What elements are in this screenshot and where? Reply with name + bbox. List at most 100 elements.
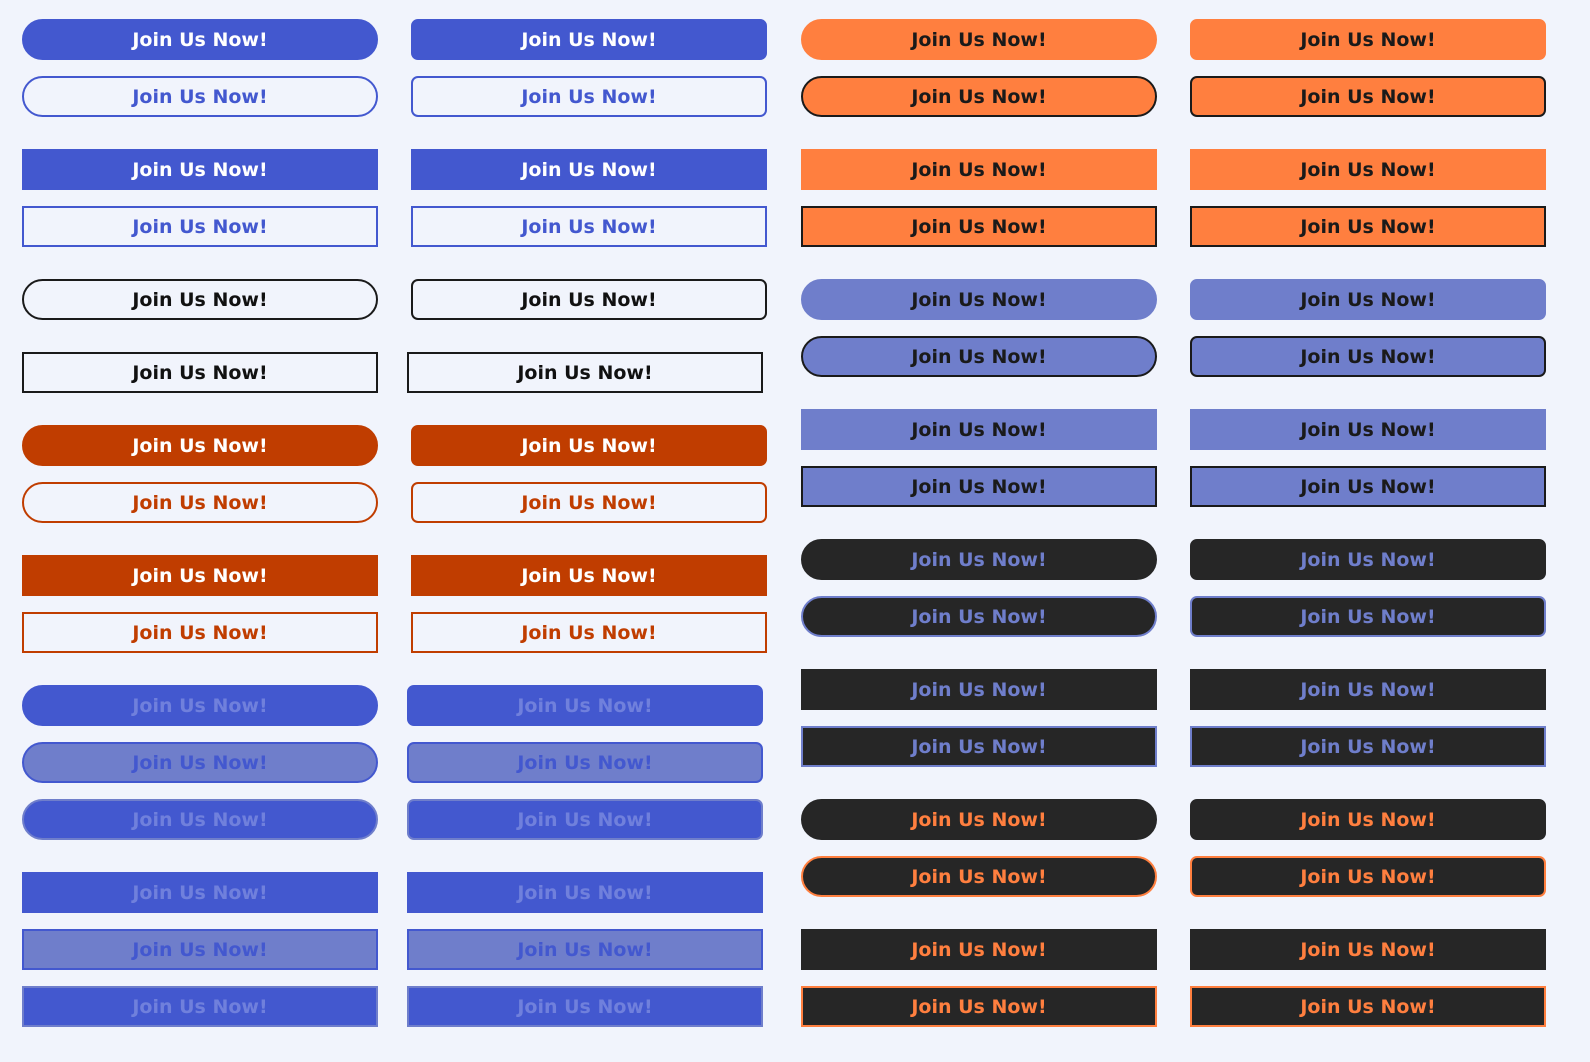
join-button-orange-filled-rounded-c3[interactable]: Join Us Now! <box>801 19 1157 60</box>
button-label: Join Us Now! <box>517 995 653 1018</box>
join-button-dark-blue-bordered-rounded-c4[interactable]: Join Us Now! <box>1190 596 1546 637</box>
join-button-disabled-filled-rounded-c1[interactable]: Join Us Now! <box>22 685 378 726</box>
join-button-disabled-filled-rounded-c2[interactable]: Join Us Now! <box>407 685 763 726</box>
button-label: Join Us Now! <box>1300 678 1436 701</box>
join-button-dark-blue-text-rounded-c3[interactable]: Join Us Now! <box>801 539 1157 580</box>
join-button-dark-orange-text-square-c3[interactable]: Join Us Now! <box>801 929 1157 970</box>
button-label: Join Us Now! <box>1300 215 1436 238</box>
button-label: Join Us Now! <box>132 621 268 644</box>
join-button-dark-blue-bordered-rounded-c3[interactable]: Join Us Now! <box>801 596 1157 637</box>
join-button-periwinkle-filled-square-c4[interactable]: Join Us Now! <box>1190 409 1546 450</box>
join-button-rust-filled-square-c2[interactable]: Join Us Now! <box>411 555 767 596</box>
button-label: Join Us Now! <box>132 491 268 514</box>
join-button-periwinkle-bordered-rounded-c4[interactable]: Join Us Now! <box>1190 336 1546 377</box>
join-button-rust-filled-square-c1[interactable]: Join Us Now! <box>22 555 378 596</box>
join-button-blue-filled-square-c1[interactable]: Join Us Now! <box>22 149 378 190</box>
join-button-rust-filled-rounded-c2[interactable]: Join Us Now! <box>411 425 767 466</box>
button-label: Join Us Now! <box>1300 345 1436 368</box>
button-label: Join Us Now! <box>911 215 1047 238</box>
button-label: Join Us Now! <box>1300 808 1436 831</box>
join-button-blue-outline-square-c1[interactable]: Join Us Now! <box>22 206 378 247</box>
button-label: Join Us Now! <box>132 28 268 51</box>
button-label: Join Us Now! <box>1300 288 1436 311</box>
button-label: Join Us Now! <box>517 808 653 831</box>
join-button-disabled-filled-square-c1[interactable]: Join Us Now! <box>22 872 378 913</box>
button-label: Join Us Now! <box>911 678 1047 701</box>
join-button-black-outline-rounded-c1[interactable]: Join Us Now! <box>22 279 378 320</box>
button-label: Join Us Now! <box>1300 418 1436 441</box>
button-label: Join Us Now! <box>132 158 268 181</box>
join-button-dark-blue-bordered-square-c3[interactable]: Join Us Now! <box>801 726 1157 767</box>
join-button-dark-blue-bordered-square-c4[interactable]: Join Us Now! <box>1190 726 1546 767</box>
button-label: Join Us Now! <box>911 548 1047 571</box>
join-button-disabled-bordered-rounded-c2[interactable]: Join Us Now! <box>407 799 763 840</box>
join-button-disabled-light-rounded-c2[interactable]: Join Us Now! <box>407 742 763 783</box>
join-button-blue-outline-rounded-c1[interactable]: Join Us Now! <box>22 76 378 117</box>
join-button-periwinkle-bordered-square-c4[interactable]: Join Us Now! <box>1190 466 1546 507</box>
join-button-periwinkle-filled-rounded-c3[interactable]: Join Us Now! <box>801 279 1157 320</box>
join-button-rust-outline-rounded-c1[interactable]: Join Us Now! <box>22 482 378 523</box>
button-label: Join Us Now! <box>517 694 653 717</box>
join-button-orange-bordered-square-c4[interactable]: Join Us Now! <box>1190 206 1546 247</box>
join-button-periwinkle-filled-square-c3[interactable]: Join Us Now! <box>801 409 1157 450</box>
join-button-black-outline-square-c2[interactable]: Join Us Now! <box>407 352 763 393</box>
join-button-dark-orange-bordered-rounded-c3[interactable]: Join Us Now! <box>801 856 1157 897</box>
join-button-dark-blue-text-rounded-c4[interactable]: Join Us Now! <box>1190 539 1546 580</box>
button-label: Join Us Now! <box>132 995 268 1018</box>
join-button-dark-blue-text-square-c4[interactable]: Join Us Now! <box>1190 669 1546 710</box>
join-button-orange-filled-square-c4[interactable]: Join Us Now! <box>1190 149 1546 190</box>
button-label: Join Us Now! <box>1300 85 1436 108</box>
join-button-orange-filled-rounded-c4[interactable]: Join Us Now! <box>1190 19 1546 60</box>
join-button-dark-orange-text-rounded-c4[interactable]: Join Us Now! <box>1190 799 1546 840</box>
button-label: Join Us Now! <box>911 85 1047 108</box>
join-button-disabled-filled-square-c2[interactable]: Join Us Now! <box>407 872 763 913</box>
join-button-disabled-light-rounded-c1[interactable]: Join Us Now! <box>22 742 378 783</box>
join-button-periwinkle-filled-rounded-c4[interactable]: Join Us Now! <box>1190 279 1546 320</box>
button-label: Join Us Now! <box>517 938 653 961</box>
join-button-black-outline-rounded-c2[interactable]: Join Us Now! <box>411 279 767 320</box>
button-label: Join Us Now! <box>521 158 657 181</box>
button-label: Join Us Now! <box>911 28 1047 51</box>
join-button-orange-filled-square-c3[interactable]: Join Us Now! <box>801 149 1157 190</box>
join-button-orange-bordered-rounded-c4[interactable]: Join Us Now! <box>1190 76 1546 117</box>
button-label: Join Us Now! <box>132 751 268 774</box>
button-label: Join Us Now! <box>1300 938 1436 961</box>
join-button-rust-outline-square-c1[interactable]: Join Us Now! <box>22 612 378 653</box>
join-button-blue-filled-rounded-c2[interactable]: Join Us Now! <box>411 19 767 60</box>
join-button-black-outline-square-c1[interactable]: Join Us Now! <box>22 352 378 393</box>
join-button-disabled-light-square-c1[interactable]: Join Us Now! <box>22 929 378 970</box>
join-button-disabled-bordered-rounded-c1[interactable]: Join Us Now! <box>22 799 378 840</box>
join-button-disabled-light-square-c2[interactable]: Join Us Now! <box>407 929 763 970</box>
button-label: Join Us Now! <box>911 475 1047 498</box>
join-button-orange-bordered-rounded-c3[interactable]: Join Us Now! <box>801 76 1157 117</box>
join-button-dark-orange-bordered-square-c4[interactable]: Join Us Now! <box>1190 986 1546 1027</box>
join-button-blue-filled-square-c2[interactable]: Join Us Now! <box>411 149 767 190</box>
join-button-dark-orange-text-square-c4[interactable]: Join Us Now! <box>1190 929 1546 970</box>
button-label: Join Us Now! <box>521 28 657 51</box>
join-button-periwinkle-bordered-rounded-c3[interactable]: Join Us Now! <box>801 336 1157 377</box>
button-label: Join Us Now! <box>911 288 1047 311</box>
button-label: Join Us Now! <box>521 491 657 514</box>
join-button-blue-outline-rounded-c2[interactable]: Join Us Now! <box>411 76 767 117</box>
join-button-dark-blue-text-square-c3[interactable]: Join Us Now! <box>801 669 1157 710</box>
join-button-blue-outline-square-c2[interactable]: Join Us Now! <box>411 206 767 247</box>
button-label: Join Us Now! <box>132 694 268 717</box>
button-label: Join Us Now! <box>911 345 1047 368</box>
join-button-dark-orange-bordered-rounded-c4[interactable]: Join Us Now! <box>1190 856 1546 897</box>
join-button-periwinkle-bordered-square-c3[interactable]: Join Us Now! <box>801 466 1157 507</box>
join-button-orange-bordered-square-c3[interactable]: Join Us Now! <box>801 206 1157 247</box>
join-button-blue-filled-rounded-c1[interactable]: Join Us Now! <box>22 19 378 60</box>
button-label: Join Us Now! <box>132 215 268 238</box>
button-label: Join Us Now! <box>1300 475 1436 498</box>
button-label: Join Us Now! <box>1300 735 1436 758</box>
join-button-dark-orange-bordered-square-c3[interactable]: Join Us Now! <box>801 986 1157 1027</box>
join-button-rust-outline-square-c2[interactable]: Join Us Now! <box>411 612 767 653</box>
join-button-disabled-bordered-square-c2[interactable]: Join Us Now! <box>407 986 763 1027</box>
button-label: Join Us Now! <box>517 751 653 774</box>
join-button-rust-filled-rounded-c1[interactable]: Join Us Now! <box>22 425 378 466</box>
join-button-dark-orange-text-rounded-c3[interactable]: Join Us Now! <box>801 799 1157 840</box>
join-button-rust-outline-rounded-c2[interactable]: Join Us Now! <box>411 482 767 523</box>
button-label: Join Us Now! <box>132 881 268 904</box>
button-label: Join Us Now! <box>1300 865 1436 888</box>
join-button-disabled-bordered-square-c1[interactable]: Join Us Now! <box>22 986 378 1027</box>
